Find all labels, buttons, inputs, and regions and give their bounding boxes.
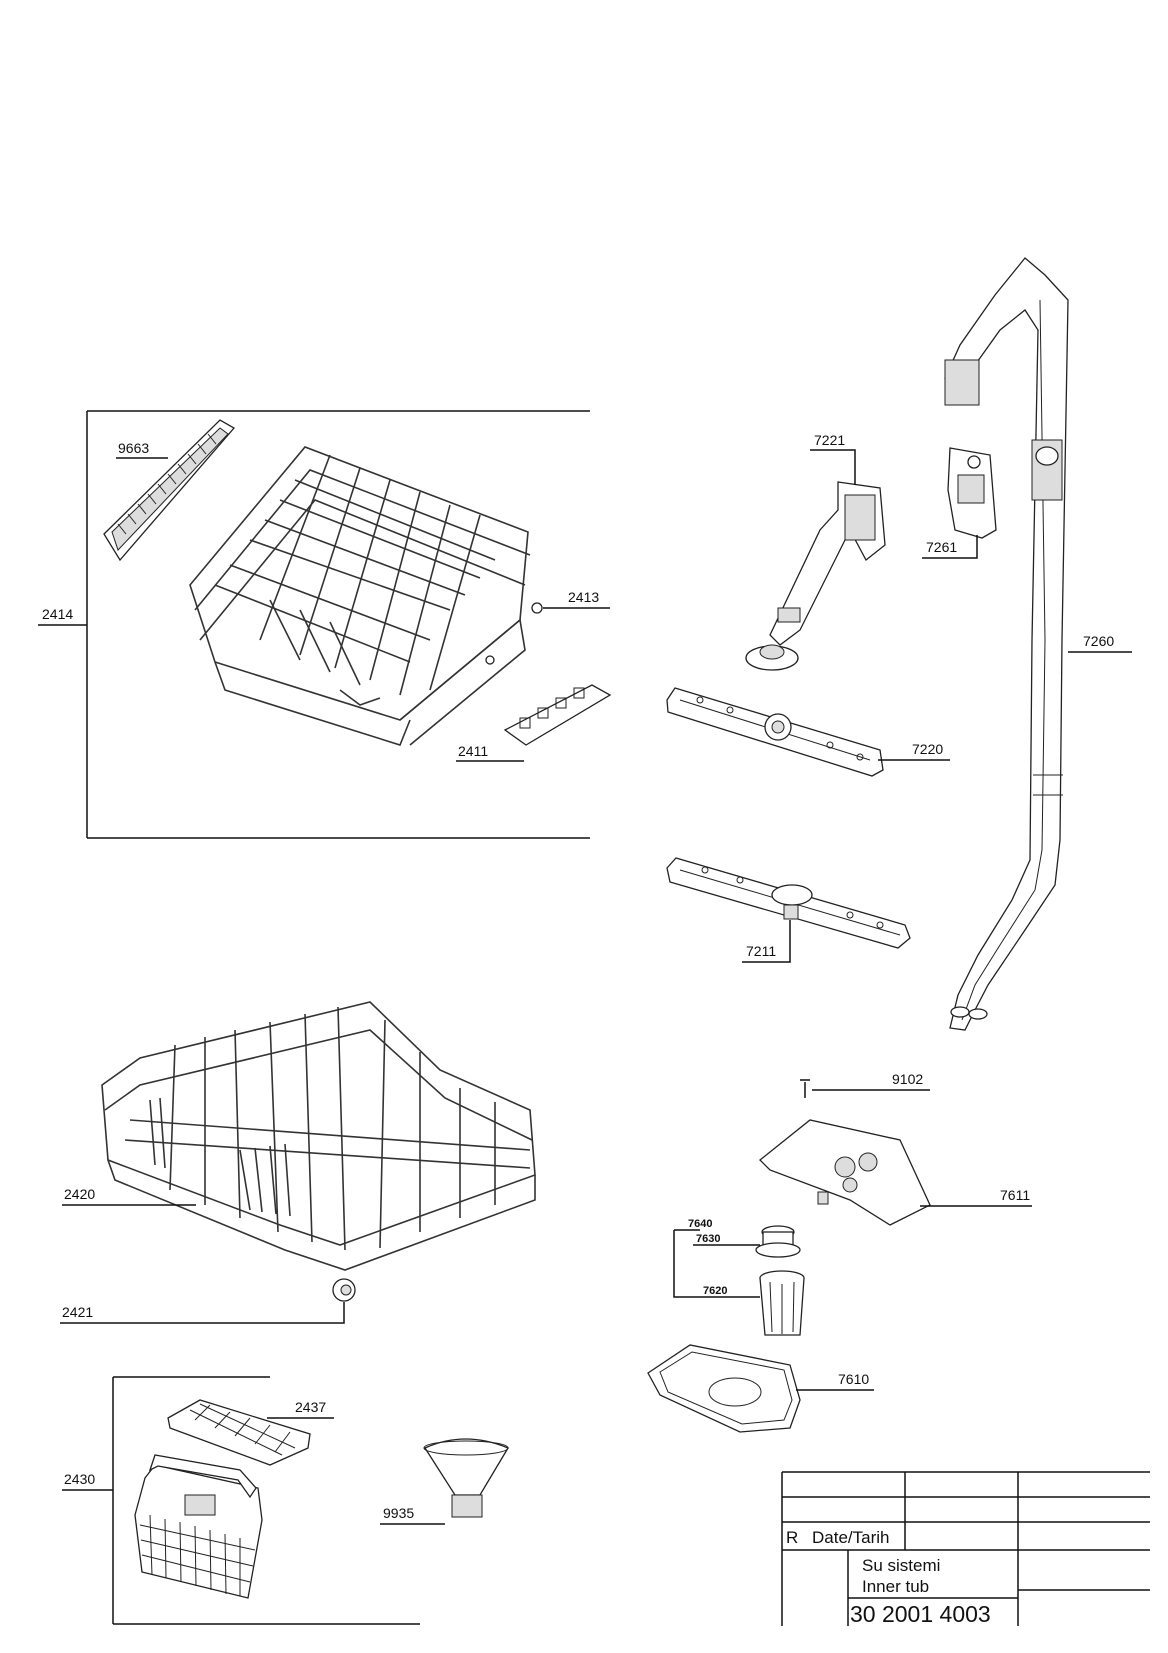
cutlery-lid-part	[167, 1399, 311, 1466]
lower-basket-part	[101, 1001, 536, 1271]
callout-7610: 7610	[838, 1371, 869, 1387]
screw-part	[800, 1079, 810, 1098]
callout-2411: 2411	[458, 743, 488, 759]
callout-7260: 7260	[1083, 633, 1114, 649]
title-block: R Date/Tarih Su sistemi Inner tub 30 200…	[781, 1471, 1150, 1627]
callout-7211: 7211	[746, 943, 776, 959]
callout-7620: 7620	[703, 1285, 727, 1297]
upper-spray-arm-part	[666, 687, 884, 777]
leader-2421	[60, 1302, 345, 1324]
callout-7640: 7640	[688, 1218, 712, 1230]
callout-2437: 2437	[295, 1399, 326, 1415]
title-block-date-label: Date/Tarih	[812, 1528, 889, 1547]
upper-basket-group: 2414 9663	[38, 410, 612, 839]
wheel-2421-part	[332, 1278, 356, 1302]
cutlery-bracket	[112, 1376, 420, 1625]
leader-7221	[810, 449, 856, 485]
spray-arm-group: 7221 7261 7220 7211	[666, 432, 997, 963]
filter-group: 9102 7611 7640 7630	[647, 1071, 1032, 1433]
callout-7630: 7630	[696, 1233, 720, 1245]
upper-basket-part	[189, 446, 531, 746]
micro-filter-top-part	[755, 1225, 801, 1258]
sump-cover-part	[759, 1119, 931, 1226]
wheel-2413	[531, 602, 543, 614]
upper-pipe-part	[745, 481, 886, 671]
callout-9935: 9935	[383, 1505, 414, 1521]
cutlery-basket-group: 2430 2437	[62, 1376, 509, 1625]
callout-2421: 2421	[62, 1304, 93, 1320]
connector-part	[947, 447, 997, 539]
title-block-name-tr: Su sistemi	[862, 1556, 940, 1575]
lower-spray-arm-part	[666, 857, 911, 949]
cup-shelf-part	[103, 419, 236, 562]
callout-2414: 2414	[42, 606, 73, 622]
title-block-r-label: R	[786, 1528, 798, 1547]
callout-2430: 2430	[64, 1471, 95, 1487]
callout-7220: 7220	[912, 741, 943, 757]
leader-7261	[922, 535, 978, 559]
coarse-filter-part	[759, 1270, 805, 1336]
callout-9663: 9663	[118, 440, 149, 456]
title-block-name-en: Inner tub	[862, 1577, 929, 1596]
cutlery-basket-part	[134, 1454, 263, 1599]
callout-9102: 9102	[892, 1071, 923, 1087]
title-block-drawing-number: 30 2001 4003	[850, 1601, 991, 1627]
callout-2413: 2413	[568, 589, 599, 605]
callout-7221: 7221	[814, 432, 845, 448]
callout-7261: 7261	[926, 539, 957, 555]
wheel-small	[485, 655, 495, 665]
leader-7211	[742, 920, 791, 963]
bracket-7640	[673, 1229, 700, 1298]
lower-basket-group: 2420 2421	[60, 1001, 536, 1324]
main-water-pipe-part	[944, 257, 1069, 1031]
salt-funnel-part	[423, 1438, 509, 1518]
filter-plate-part	[647, 1344, 801, 1433]
rail-adjuster-part	[503, 684, 612, 746]
callout-2420: 2420	[64, 1186, 95, 1202]
callout-7611: 7611	[1000, 1187, 1030, 1203]
